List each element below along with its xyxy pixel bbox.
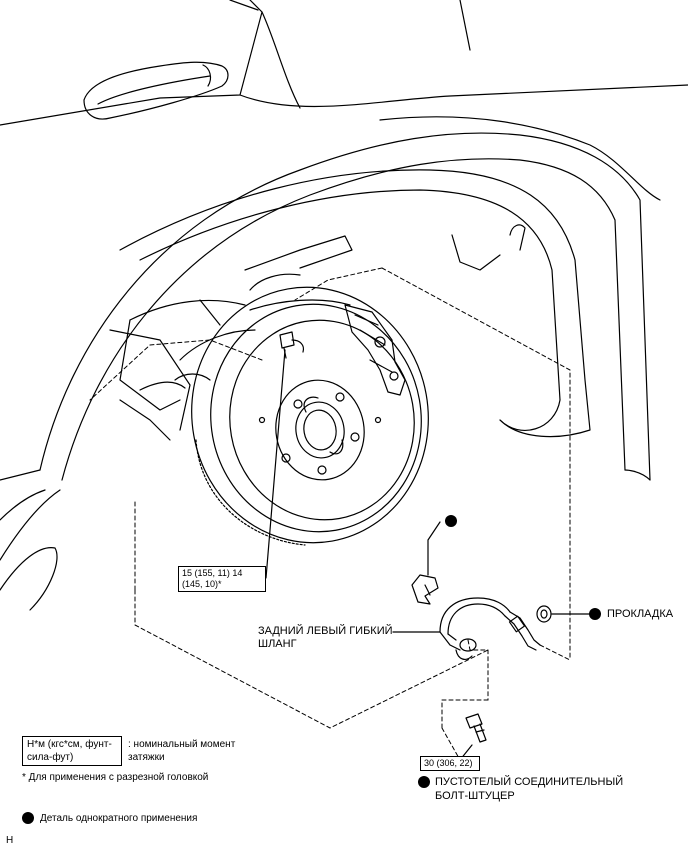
gasket-callout: ПРОКЛАДКА: [589, 608, 673, 621]
leader-single-use-top: [427, 521, 441, 576]
torque-top-line1: 15 (155, 11) 14: [182, 568, 243, 578]
legend-unit-line1: Н*м (кгс*см, фунт-: [27, 739, 112, 750]
torque-top-line2: (145, 10)*: [182, 579, 222, 589]
hose-bracket-bolt: [279, 331, 305, 359]
fender-liner: [119, 169, 591, 438]
leader-torque-top: [229, 349, 286, 579]
single-use-marker-union-bolt: [418, 776, 430, 789]
gasket-label: ПРОКЛАДКА: [607, 608, 674, 620]
legend-unit-desc-line1: : номинальный момент: [128, 739, 236, 750]
legend-single-use: Деталь однократного применения: [22, 812, 197, 825]
legend-single-use-label: Деталь однократного применения: [40, 813, 198, 824]
flexible-hose: [439, 597, 541, 660]
single-use-marker-gasket: [589, 608, 601, 621]
union-bolt-callout: ПУСТОТЕЛЫЙ СОЕДИНИТЕЛЬНЫЙ: [418, 776, 623, 789]
legend-unit-box: Н*м (кгс*см, фунт- сила-фут): [22, 736, 122, 766]
union-bolt-callout-line2: БОЛТ-ШТУЦЕР: [435, 790, 515, 803]
union-bolt-label-line1: ПУСТОТЕЛЫЙ СОЕДИНИТЕЛЬНЫЙ: [435, 776, 624, 788]
torque-callout-bracket-bolt: 15 (155, 11) 14 (145, 10)*: [178, 566, 266, 592]
vehicle-body: [0, 0, 688, 201]
single-use-marker-clip: [445, 515, 457, 527]
assembly-dashed-lines: [89, 267, 571, 761]
union-bolt: [459, 713, 487, 761]
illustration-code: H: [6, 835, 14, 846]
suspension: [109, 235, 353, 441]
torque-bottom-value: 30 (306, 22): [424, 758, 473, 768]
legend-unit-line2: сила-фут): [27, 752, 74, 763]
caliper: [249, 299, 406, 396]
hose-clip: [411, 574, 439, 605]
hose-label-line2: ШЛАНГ: [258, 638, 297, 650]
single-use-marker-legend: [22, 812, 34, 825]
hose-label-line1: ЗАДНИЙ ЛЕВЫЙ ГИБКИЙ: [258, 625, 393, 637]
brake-disc-assembly: [191, 286, 429, 546]
door-handle: [83, 61, 229, 120]
legend-unit-description: : номинальный момент затяжки: [128, 738, 235, 764]
gasket: [536, 605, 591, 623]
wheel-arch: [0, 132, 651, 611]
union-bolt-label-line2: БОЛТ-ШТУЦЕР: [435, 790, 515, 802]
legend-slotted-note: * Для применения с разрезной головкой: [22, 772, 209, 783]
torque-callout-union-bolt: 30 (306, 22): [420, 756, 480, 771]
legend-unit-desc-line2: затяжки: [128, 752, 165, 763]
hose-callout: ЗАДНИЙ ЛЕВЫЙ ГИБКИЙ ШЛАНГ: [258, 625, 393, 651]
